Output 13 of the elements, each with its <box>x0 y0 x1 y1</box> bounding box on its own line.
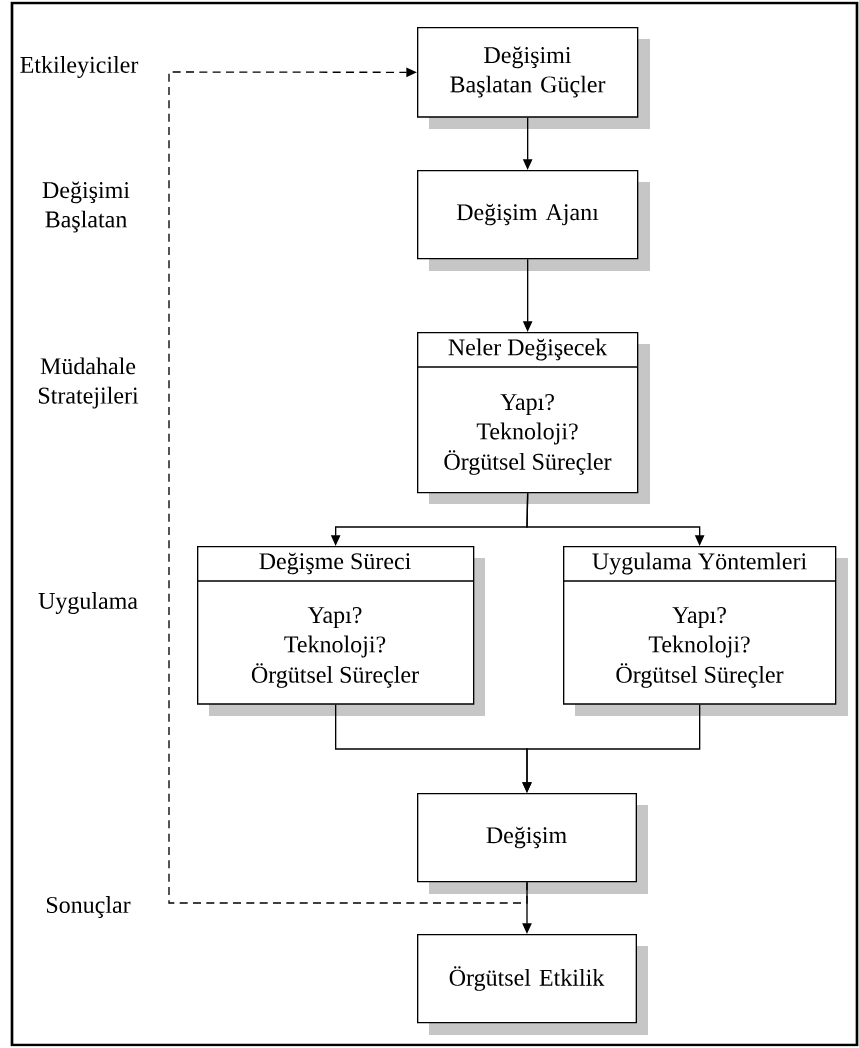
dashed-arrow <box>168 67 528 904</box>
stage-label: Etkileyiciler <box>20 56 139 78</box>
stage-label: Değişimi Başlatan <box>42 181 130 233</box>
stage-label: Uygulama <box>38 592 138 614</box>
process-box: Değişim <box>417 793 648 894</box>
process-box: Değişme Süreci Yapı? Teknoloji? Örgütsel Süreçler <box>196 546 485 716</box>
stage-label: Sonuçlar <box>46 896 131 918</box>
process-box: Uygulama Yöntemleri Yapı? Teknoloji? Örgütsel Süreçler <box>562 546 848 716</box>
process-box: Örgütsel Etkilik <box>417 934 648 1035</box>
process-box: Değişimi Başlatan Güçler <box>417 27 650 129</box>
process-box: Neler Değişecek Yapı? Teknoloji? Örgütsel Süreçler <box>416 332 650 504</box>
stage-label: Müdahale Stratejileri <box>38 357 139 409</box>
process-box: Değişim Ajanı <box>417 170 650 271</box>
